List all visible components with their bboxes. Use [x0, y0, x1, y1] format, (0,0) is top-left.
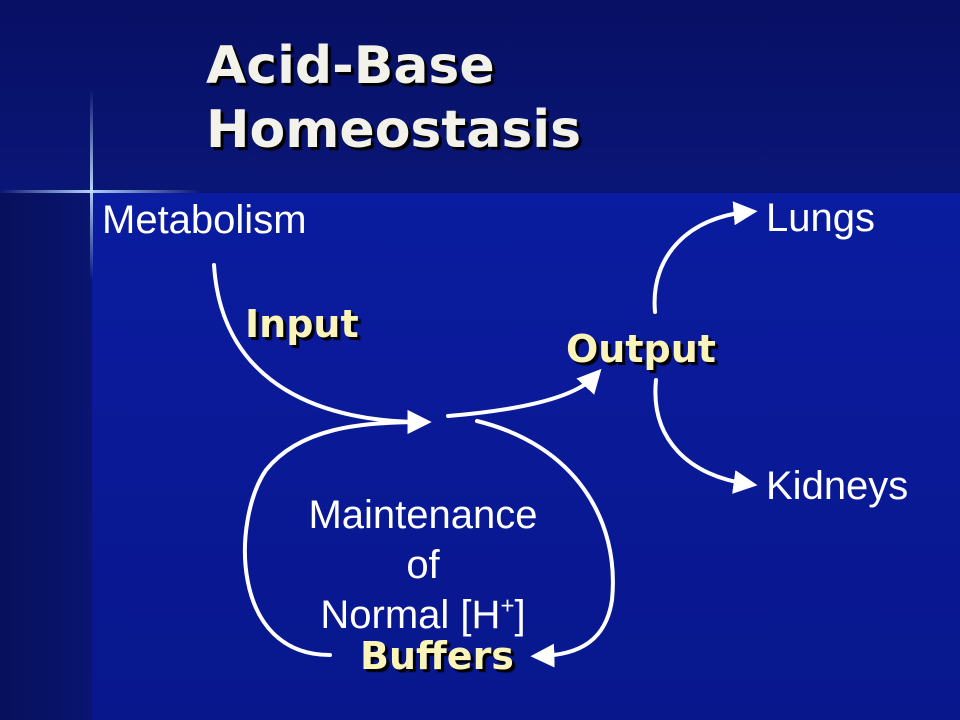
- label-kidneys: Kidneys: [766, 464, 909, 508]
- maintenance-line-3: Normal [H+]: [268, 590, 578, 640]
- maintenance-line-1: Maintenance: [308, 493, 538, 537]
- normal-h-prefix: Normal [H: [320, 593, 501, 637]
- title-line-1: Acid-Base: [206, 36, 495, 96]
- slide-title: Acid-Base Homeostasis: [206, 34, 581, 162]
- label-maintenance: Maintenance of Normal [H+]: [268, 490, 578, 640]
- normal-h-suffix: ]: [514, 593, 526, 637]
- label-output: Output: [566, 327, 716, 371]
- arrow-buffer-loop-left: [242, 410, 432, 657]
- label-buffers: Buffers: [360, 634, 514, 678]
- arrow-center-to-output: [446, 368, 602, 418]
- label-metabolism: Metabolism: [102, 198, 307, 242]
- arrow-buffer-loop-right: [475, 419, 615, 668]
- flare-vertical: [90, 90, 93, 280]
- label-lungs: Lungs: [766, 196, 875, 240]
- label-input: Input: [245, 302, 359, 346]
- title-line-2: Homeostasis: [206, 100, 582, 160]
- header-band: [0, 0, 960, 193]
- normal-h-superscript: +: [500, 592, 515, 620]
- arrow-output-to-kidneys: [653, 378, 758, 494]
- flare-horizontal: [0, 190, 200, 193]
- maintenance-line-2: of: [406, 543, 440, 587]
- arrow-metabolism-to-center: [212, 263, 432, 434]
- arrow-output-to-lungs: [652, 201, 758, 314]
